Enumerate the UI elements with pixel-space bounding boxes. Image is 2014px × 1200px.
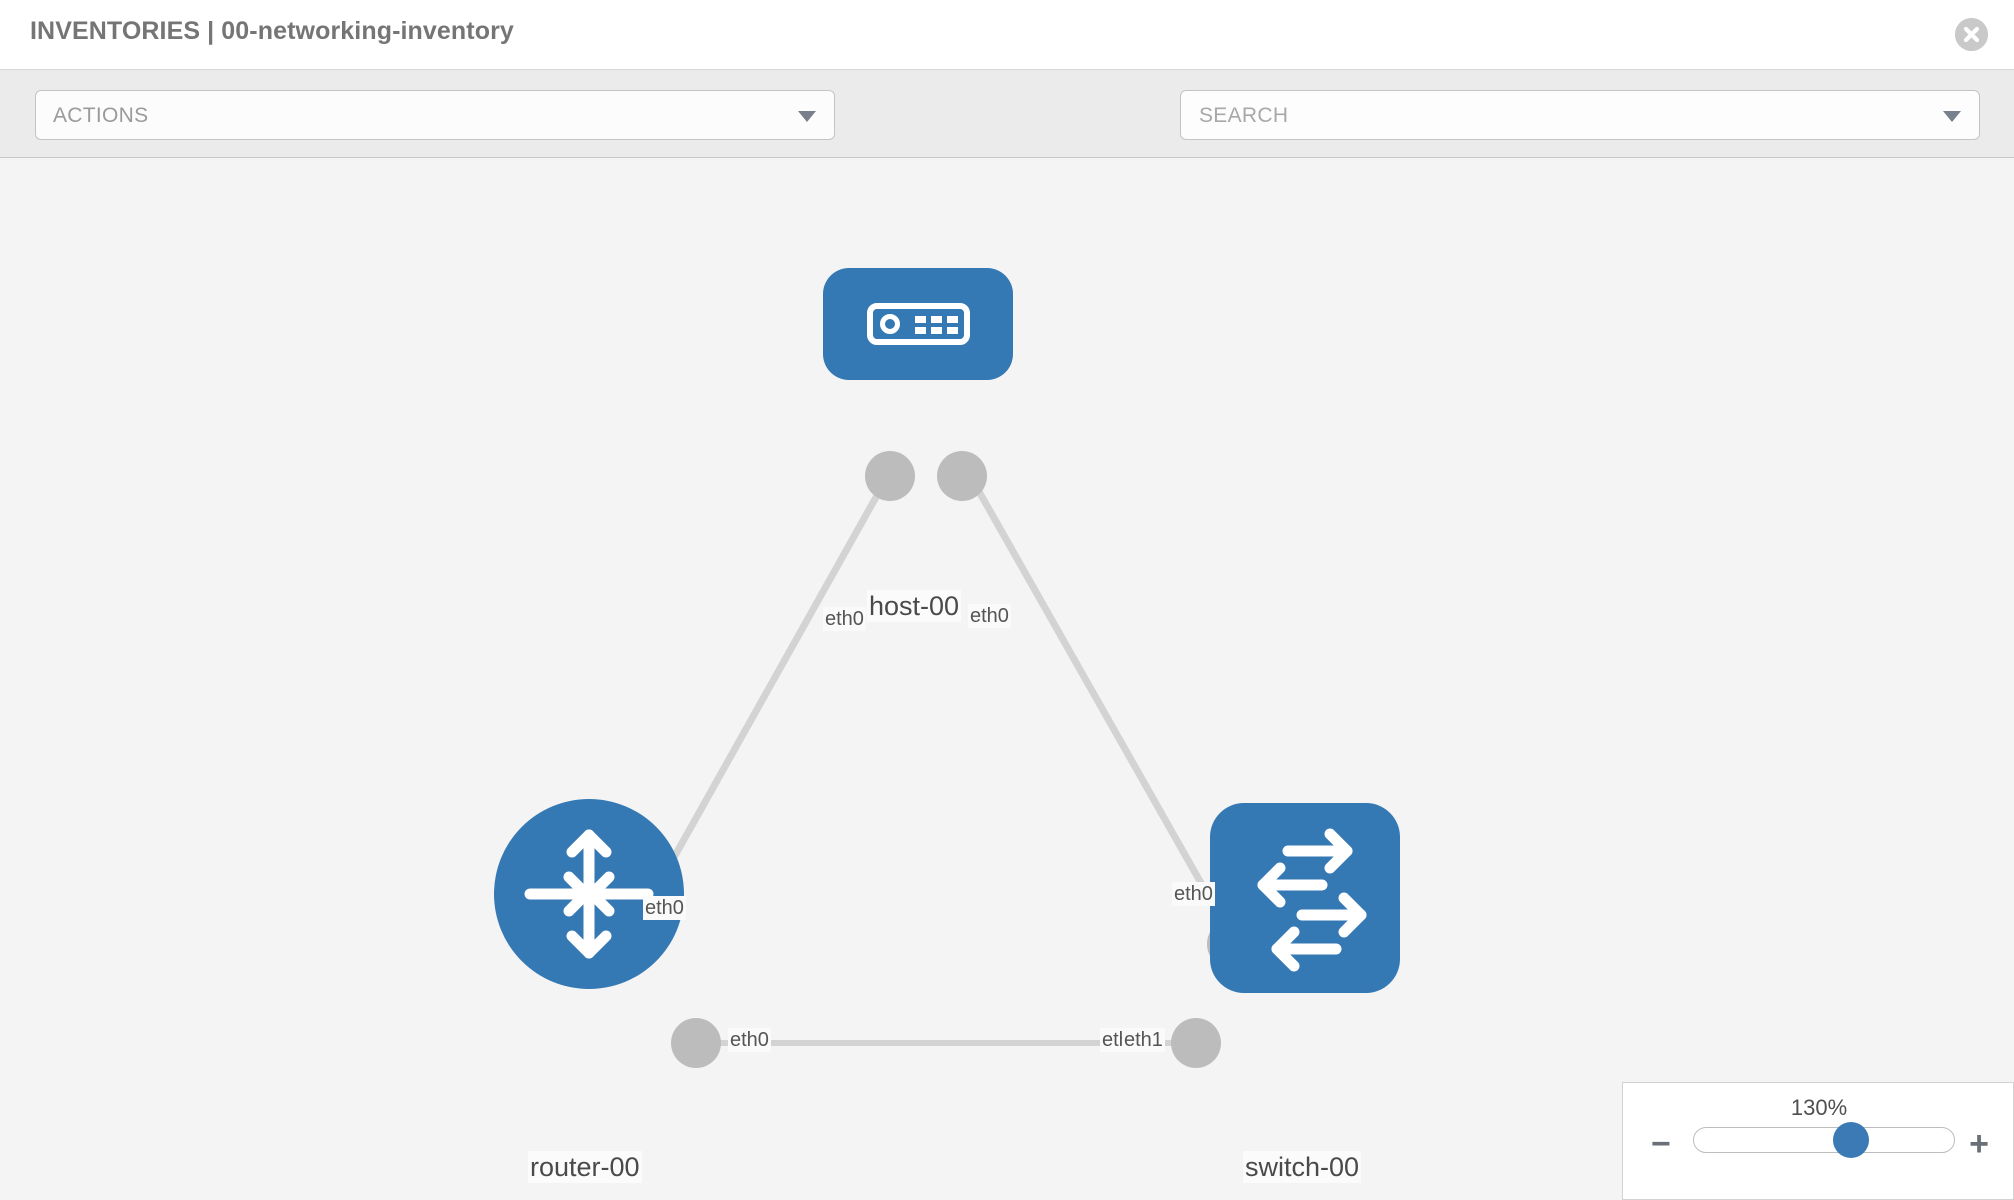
zoom-level-value: 130% (1790, 1095, 1848, 1120)
zoom-out-button[interactable]: − (1651, 1125, 1671, 1163)
zoom-slider-thumb[interactable] (1833, 1122, 1870, 1158)
toolbar: ACTIONS (0, 70, 2014, 199)
close-icon[interactable] (1955, 18, 1988, 51)
edge-label-host-switch-near-switch: eth0 (1172, 882, 1215, 906)
edge-host-switch (956, 456, 1239, 945)
search-input[interactable] (1197, 91, 1901, 141)
node-router-00[interactable] (494, 799, 684, 989)
actions-dropdown-label: ACTIONS (53, 104, 149, 127)
connector-switch-left (1171, 1018, 1221, 1068)
topology-canvas[interactable]: host-00 router-00 switch-00 eth0 eth0 et… (0, 158, 2014, 1200)
node-switch-00[interactable] (1210, 803, 1400, 993)
edge-label-host-switch-near-host: eth0 (968, 604, 1011, 628)
page-title: INVENTORIES | 00-networking-inventory (30, 17, 514, 45)
search-box[interactable] (1180, 90, 1980, 141)
search-chevron-down-icon[interactable] (1943, 111, 1961, 122)
edge-label-router-switch-near-switch: eth1 (1122, 1028, 1165, 1052)
actions-dropdown[interactable]: ACTIONS (35, 90, 835, 140)
node-label-router-00: router-00 (528, 1151, 642, 1183)
zoom-in-button[interactable]: + (1969, 1125, 1989, 1163)
four-arrows-router-icon (524, 829, 654, 959)
host-node-shape (823, 268, 1013, 380)
edge-host-router (636, 456, 902, 920)
server-appliance-icon (867, 303, 970, 345)
node-label-switch-00: switch-00 (1243, 1151, 1362, 1183)
switch-arrows-icon (1257, 828, 1367, 972)
node-label-host-00: host-00 (867, 590, 962, 622)
connector-host-right (937, 451, 987, 501)
node-host-00[interactable] (823, 268, 1013, 380)
connector-router-right (671, 1018, 721, 1068)
zoom-control-panel: 130% − + (1622, 1082, 2014, 1200)
edge-label-host-router-near-host: eth0 (823, 607, 866, 631)
zoom-slider-track[interactable] (1693, 1122, 1955, 1158)
switch-node-shape (1210, 803, 1400, 993)
chevron-down-icon (798, 111, 816, 122)
edge-label-router-switch-near-router: eth0 (728, 1028, 771, 1052)
connector-host-left (865, 451, 915, 501)
page-header: INVENTORIES | 00-networking-inventory (0, 0, 2014, 70)
edge-label-host-router-near-router: eth0 (643, 896, 686, 920)
